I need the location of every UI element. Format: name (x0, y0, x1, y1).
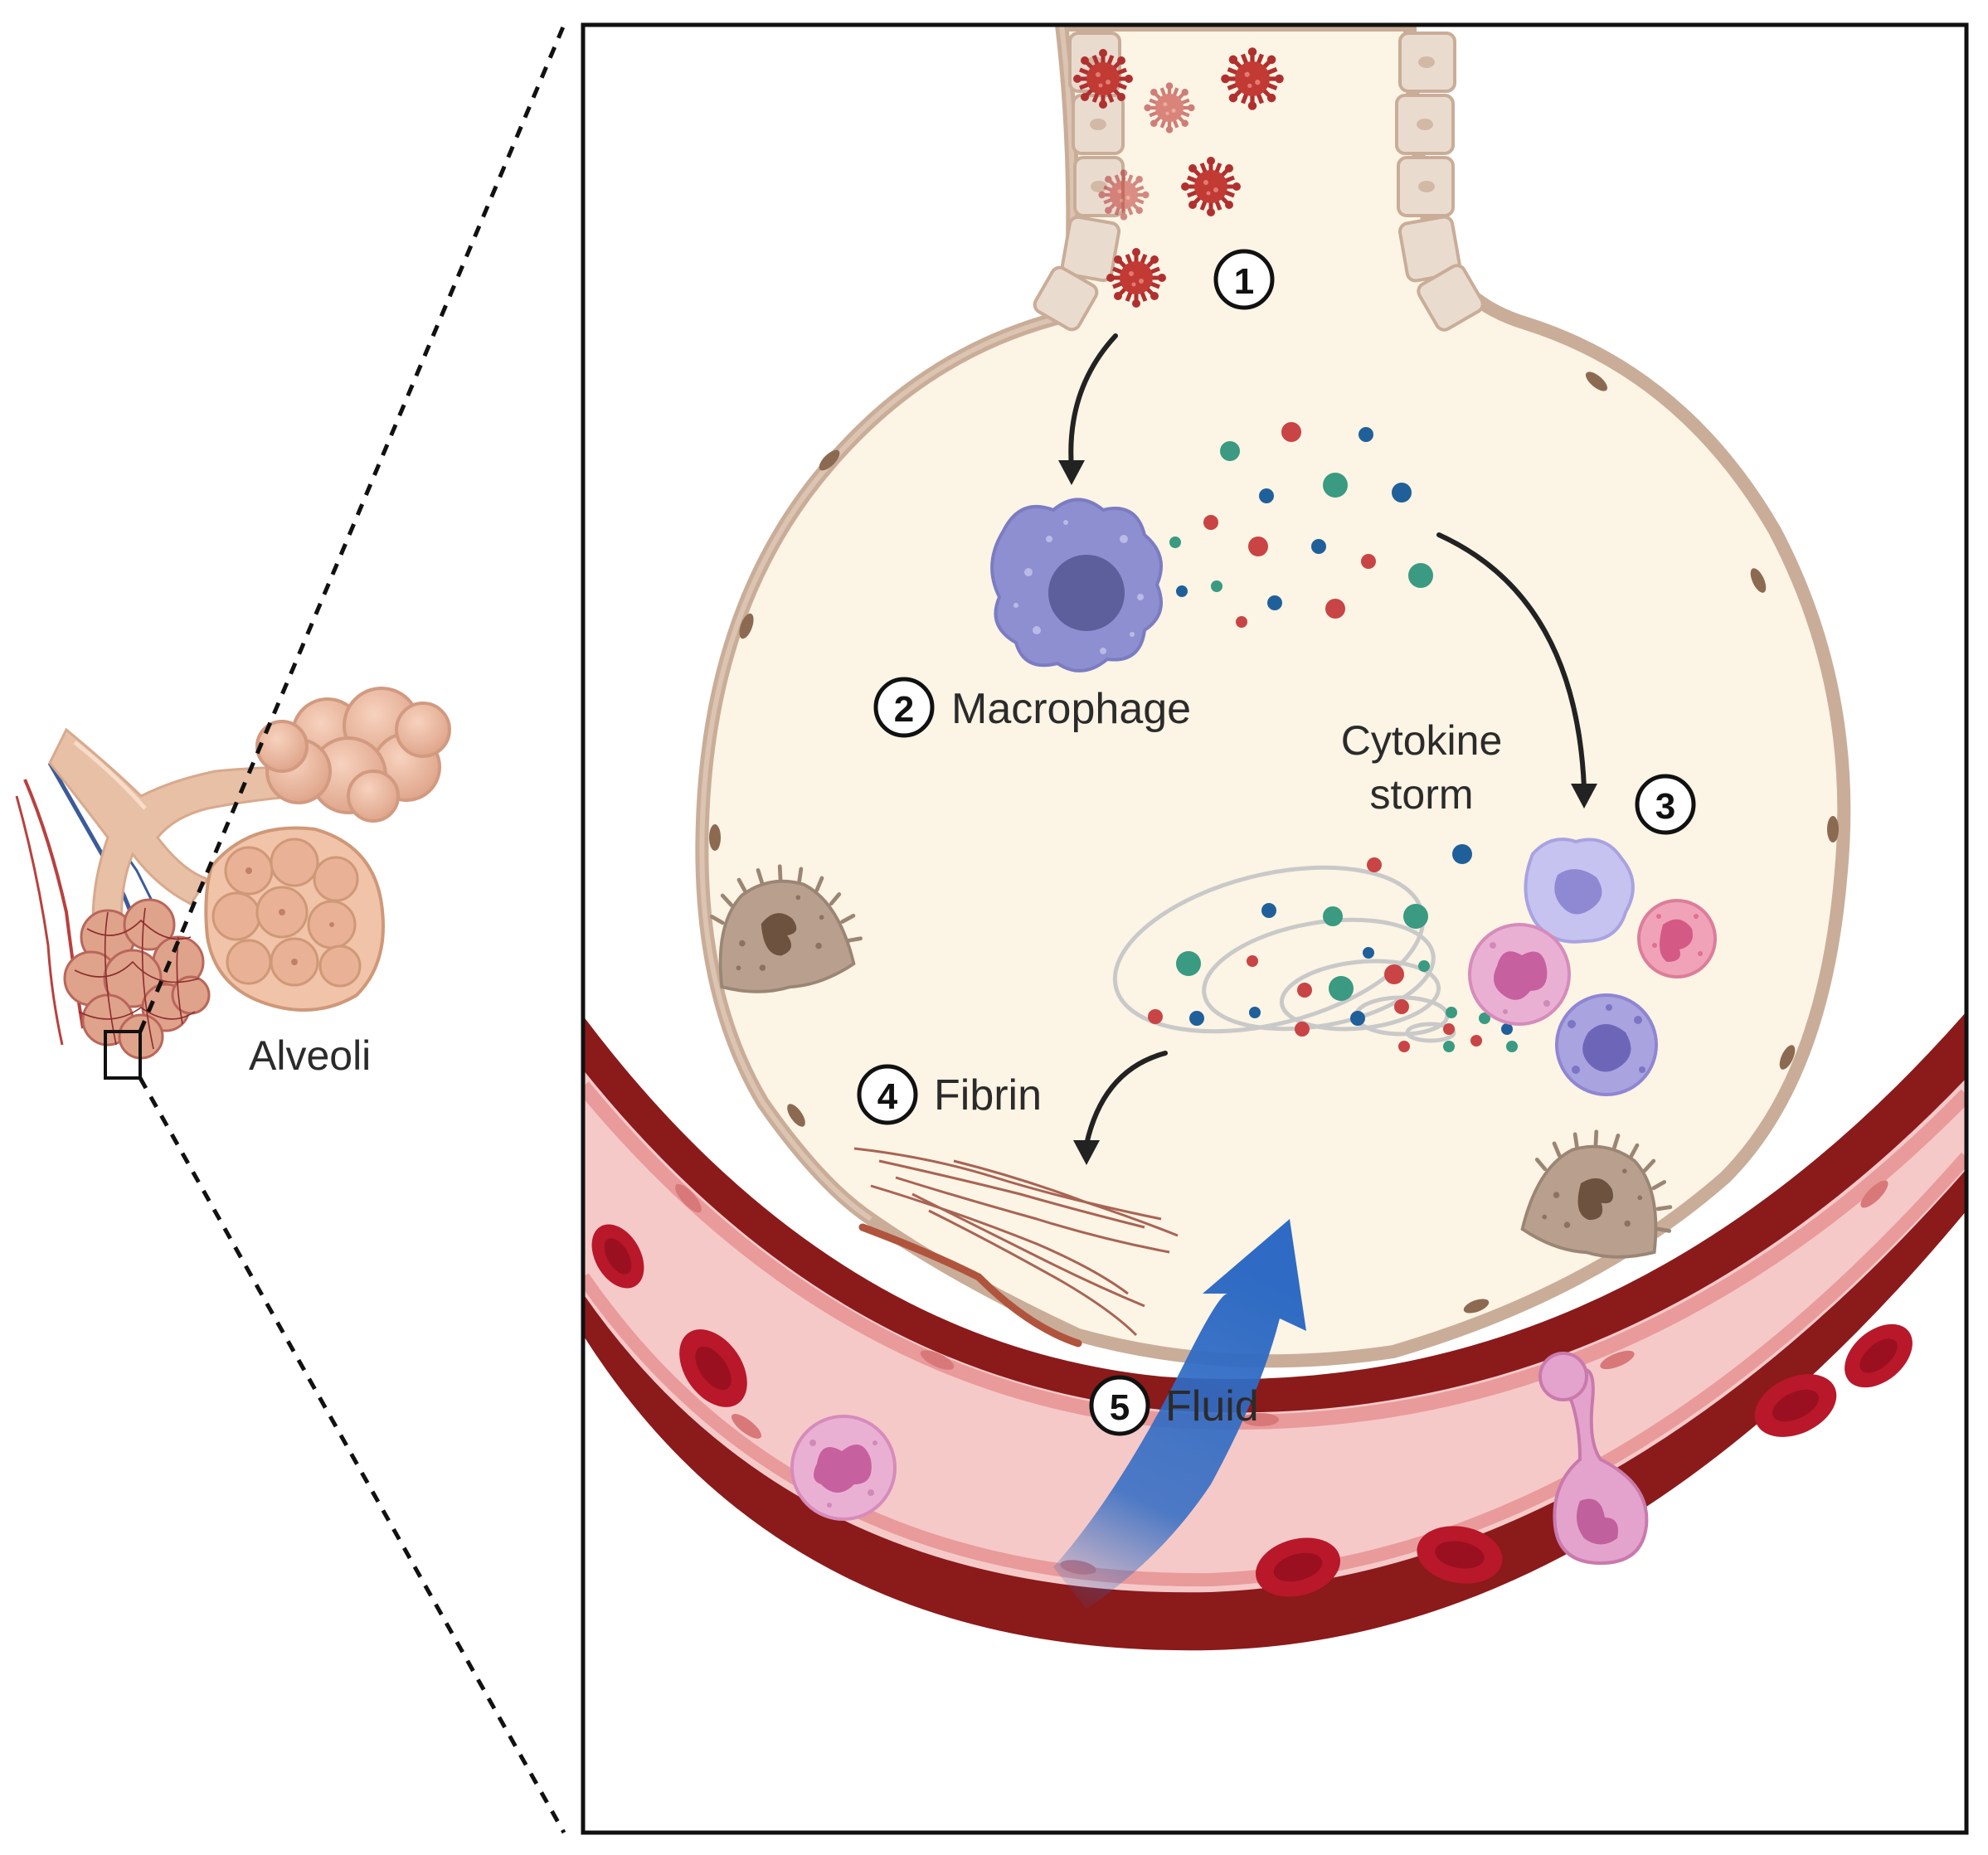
step-2-marker: 2 (873, 677, 935, 738)
svg-text:3: 3 (1655, 786, 1675, 827)
bronchus (48, 727, 300, 951)
svg-text:4: 4 (877, 1076, 898, 1117)
arrow-cytokine-to-immune-cells (1436, 532, 1587, 790)
blood-vessel (583, 1012, 1966, 1651)
fibrin-label: Fibrin (934, 1071, 1042, 1119)
virus-particle (1106, 248, 1166, 308)
virus-particle (1221, 47, 1284, 110)
eosinophil (1637, 899, 1717, 978)
step-5-marker: 5 (1089, 1375, 1150, 1436)
zoom-selection-box (104, 1030, 142, 1080)
macrophage-label: Macrophage (951, 685, 1191, 733)
arrow-virus-to-macrophage (1068, 333, 1118, 471)
neutrophil (1468, 923, 1571, 1026)
process-arrows (1068, 333, 1587, 1147)
arrow-to-fibrin (1084, 1051, 1168, 1147)
virus-particle (1181, 157, 1241, 216)
cytokine-storm-label-line2: storm (1370, 771, 1474, 818)
alveoli-label: Alveoli (249, 1032, 371, 1079)
monocyte (1524, 838, 1635, 944)
immune-cells (1468, 838, 1717, 1096)
basophil (1555, 993, 1658, 1096)
fluid-label: Fluid (1165, 1382, 1259, 1430)
zoom-panel (583, 25, 1966, 1833)
cytokines (1169, 422, 1433, 628)
macrophage (990, 498, 1163, 673)
svg-text:5: 5 (1110, 1387, 1130, 1428)
step-4-marker: 4 (857, 1064, 918, 1125)
cytokine-storm-label-line1: Cytokine (1341, 717, 1503, 764)
zoom-panel-frame (581, 22, 1969, 1835)
virus-particle (1098, 169, 1149, 220)
alveolar-sac-cluster-capillary (63, 898, 211, 1060)
alveolar-sac-cluster-upper (255, 687, 451, 823)
type-1-pneumocyte-nuclei (709, 371, 1839, 1314)
step-3-marker: 3 (1635, 774, 1696, 835)
neutrophil-in-vessel (790, 1415, 897, 1521)
fibrin-strands (853, 1147, 1179, 1337)
transmigrating-neutrophil (1538, 1352, 1649, 1566)
virus-particle (1144, 82, 1194, 133)
step-1-marker: 1 (1213, 249, 1275, 310)
fluid-arrow (1053, 1219, 1306, 1609)
alveolar-sac-cluster-cutaway (204, 826, 385, 1012)
zoom-lines (138, 24, 566, 1834)
virus-particle (1073, 49, 1133, 109)
fibrin-membrane (858, 1223, 1082, 1348)
svg-text:1: 1 (1234, 261, 1254, 302)
cytokine-storm (1112, 844, 1518, 1052)
lung-overview: Alveoli (15, 687, 451, 1080)
svg-text:2: 2 (894, 689, 914, 730)
